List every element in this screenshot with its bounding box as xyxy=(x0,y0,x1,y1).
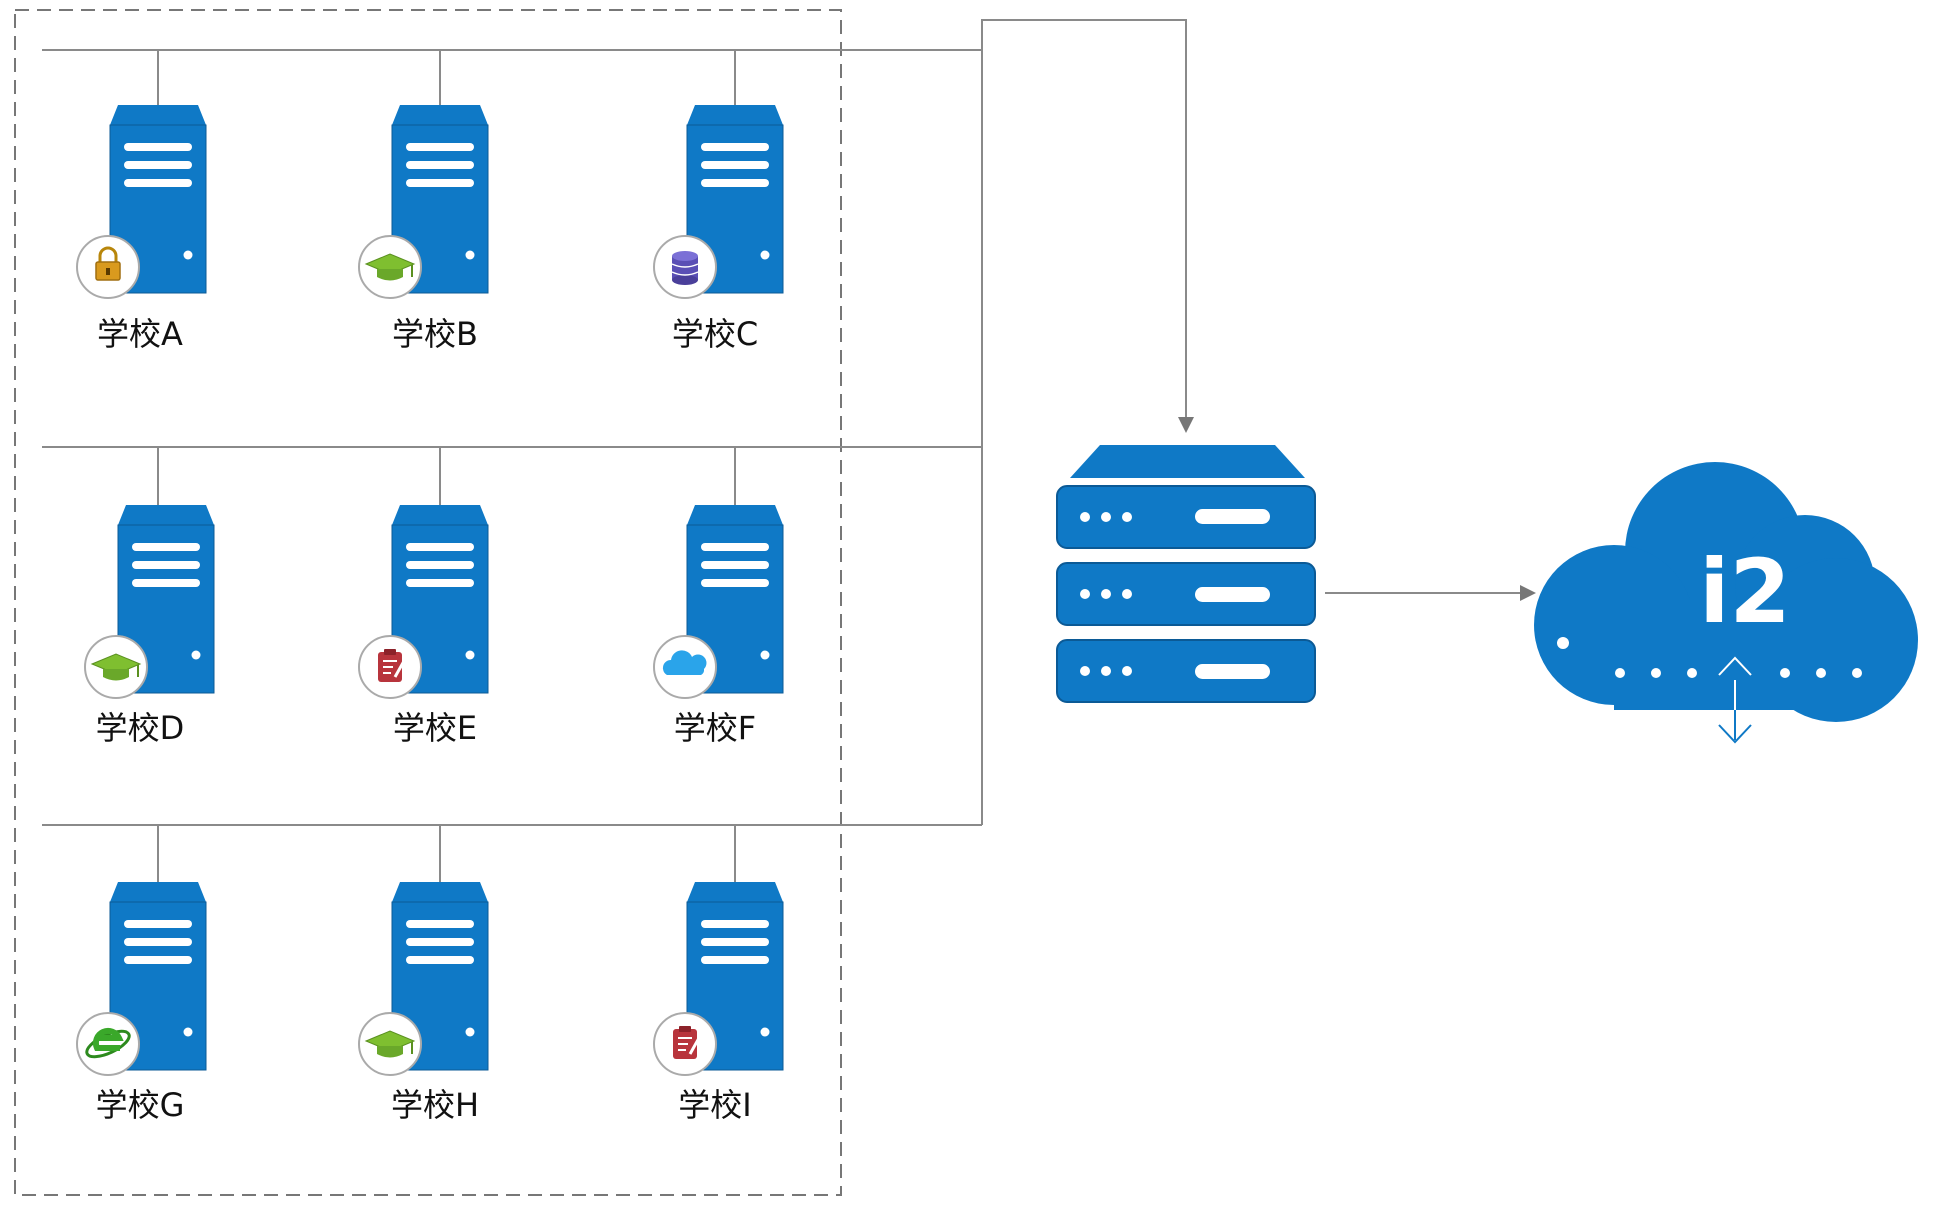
icon-badge xyxy=(653,1012,717,1076)
cloud-icon xyxy=(662,650,707,675)
school-server-6: 学校F xyxy=(653,505,784,747)
school-label: 学校B xyxy=(392,315,478,353)
graduation-cap-icon xyxy=(364,253,416,281)
graduation-cap-icon xyxy=(90,653,142,681)
icon-badge xyxy=(653,235,717,299)
rack-unit-1 xyxy=(1056,485,1316,549)
rack-top xyxy=(1070,445,1305,478)
rack-server-icon xyxy=(1056,445,1316,703)
clipboard-icon xyxy=(673,1026,701,1059)
school-server-9: 学校I xyxy=(653,882,784,1124)
rack-unit-3 xyxy=(1056,639,1316,703)
browser-icon xyxy=(85,1027,131,1059)
school-label: 学校I xyxy=(678,1086,751,1124)
icon-badge xyxy=(76,235,140,299)
icon-badge xyxy=(84,635,148,699)
icon-badge xyxy=(76,1012,140,1076)
school-label: 学校G xyxy=(96,1086,185,1124)
school-server-5: 学校E xyxy=(358,505,489,747)
tower-server-icon xyxy=(686,505,784,694)
school-server-2: 学校B xyxy=(358,105,489,353)
school-label: 学校H xyxy=(391,1086,479,1124)
database-icon xyxy=(671,251,699,285)
icon-badge xyxy=(358,235,422,299)
rack-unit-2 xyxy=(1056,562,1316,626)
school-label: 学校C xyxy=(672,315,758,353)
cloud-label: i2 xyxy=(1699,540,1790,643)
connection-lines xyxy=(42,19,1536,882)
graduation-cap-icon xyxy=(364,1030,416,1058)
school-label: 学校A xyxy=(97,315,183,353)
icon-badge xyxy=(358,635,422,699)
central-server xyxy=(1056,445,1316,703)
tower-server-icon xyxy=(686,882,784,1071)
schools-group-boundary xyxy=(14,9,842,1196)
school-server-4: 学校D xyxy=(84,505,215,747)
trunk-line xyxy=(981,19,1194,825)
school-server-3: 学校C xyxy=(653,105,784,353)
clipboard-icon xyxy=(378,649,406,682)
school-server-1: 学校A xyxy=(76,105,207,353)
tower-server-icon xyxy=(117,505,215,694)
tower-server-icon xyxy=(391,882,489,1071)
cloud-dots-left xyxy=(1615,668,1697,678)
cloud-shape xyxy=(1534,462,1918,722)
icon-badge xyxy=(358,1012,422,1076)
icon-badge xyxy=(653,635,717,699)
schools-layer: 学校A 学校B 学校C 学校D 学校E 学校F 学校G 学校H 学校I xyxy=(76,105,784,1124)
lock-icon xyxy=(95,246,121,281)
cloud-dots-right xyxy=(1780,668,1862,678)
school-label: 学校E xyxy=(393,709,477,747)
school-label: 学校D xyxy=(96,709,185,747)
i2-cloud: i2 xyxy=(1534,462,1918,744)
cloud-upload-download-icon xyxy=(1718,656,1752,744)
school-server-8: 学校H xyxy=(358,882,489,1124)
tower-server-icon xyxy=(391,105,489,294)
school-server-7: 学校G xyxy=(76,882,207,1124)
school-label: 学校F xyxy=(674,709,756,747)
